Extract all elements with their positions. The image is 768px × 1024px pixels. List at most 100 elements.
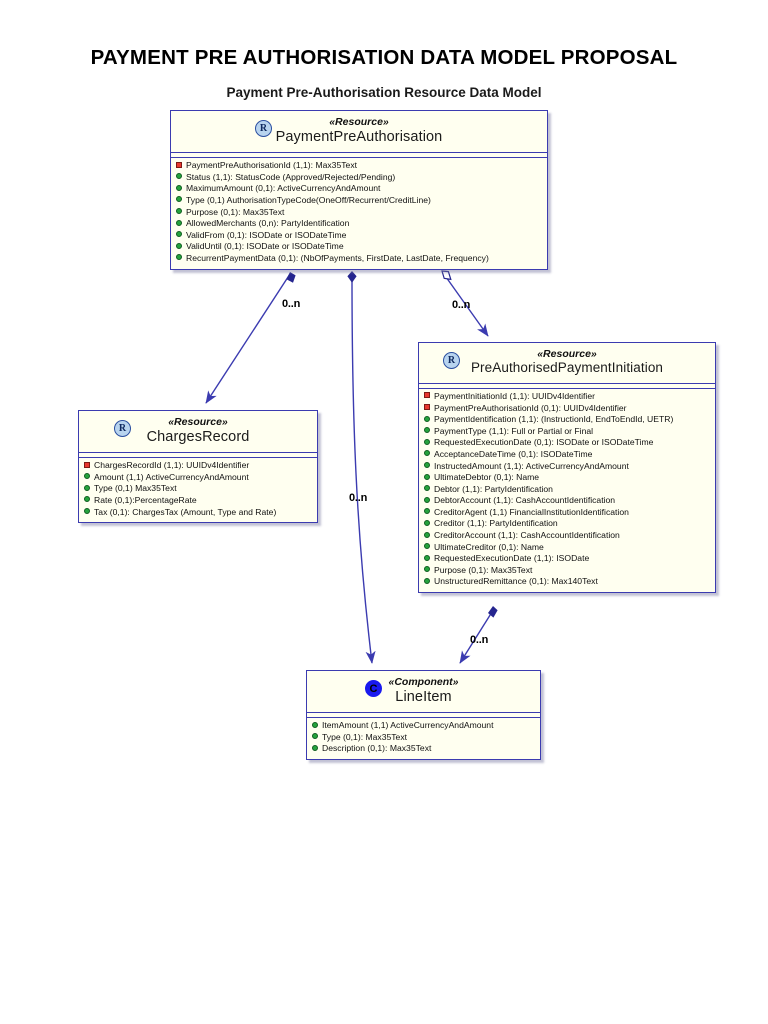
attribute-text: Amount (1,1) ActiveCurrencyAndAmount (94, 471, 249, 482)
attribute-bullet-icon (424, 485, 430, 492)
attribute-bullet-icon (176, 242, 182, 249)
attribute-row: UltimateDebtor (0,1): Name (424, 472, 711, 484)
attribute-row: CreditorAgent (1,1) FinancialInstitution… (424, 507, 711, 519)
key-attribute-icon (84, 461, 90, 468)
attribute-row: Purpose (0,1): Max35Text (176, 207, 543, 219)
attribute-text: RequestedExecutionDate (1,1): ISODate (434, 553, 590, 564)
attribute-text: Tax (0,1): ChargesTax (Amount, Type and … (94, 506, 277, 517)
attribute-row: Creditor (1,1): PartyIdentification (424, 518, 711, 530)
attribute-bullet-icon (312, 744, 318, 751)
attribute-row: ValidFrom (0,1): ISODate or ISODateTime (176, 230, 543, 242)
attribute-text: ValidUntil (0,1): ISODate or ISODateTime (186, 241, 344, 252)
attribute-bullet-icon (424, 415, 430, 422)
attribute-text: AllowedMerchants (0,n): PartyIdentificat… (186, 218, 350, 229)
attribute-row: PaymentType (1,1): Full or Partial or Fi… (424, 426, 711, 438)
uml-class-line-item[interactable]: C «Component» LineItem ItemAmount (1,1) … (306, 670, 541, 760)
attribute-bullet-icon (424, 554, 430, 561)
attribute-text: Creditor (1,1): PartyIdentification (434, 518, 558, 529)
attribute-row: UnstructuredRemittance (0,1): Max140Text (424, 576, 711, 588)
attribute-row: AcceptanceDateTime (0,1): ISODateTime (424, 449, 711, 461)
class-header: R «Resource» PreAuthorisedPaymentInitiat… (419, 343, 715, 389)
multiplicity-label-ppa-chargesrecord: 0..n (282, 298, 301, 310)
class-stereotype: «Component» (388, 676, 459, 688)
class-name: PreAuthorisedPaymentInitiation (470, 360, 664, 376)
class-header: C «Component» LineItem (307, 671, 540, 718)
attribute-row: ValidUntil (0,1): ISODate or ISODateTime (176, 241, 543, 253)
attribute-text: Description (0,1): Max35Text (322, 743, 432, 754)
attribute-text: PaymentPreAuthorisationId (1,1): Max35Te… (186, 160, 358, 171)
resource-badge-icon: R (255, 120, 272, 137)
attribute-text: InstructedAmount (1,1): ActiveCurrencyAn… (434, 460, 629, 471)
class-name: ChargesRecord (146, 429, 250, 446)
class-header: R «Resource» ChargesRecord (79, 411, 317, 458)
attribute-bullet-icon (312, 733, 318, 740)
attribute-row: Rate (0,1):PercentageRate (84, 495, 313, 507)
attribute-bullet-icon (176, 254, 182, 261)
attribute-text: Type (0,1) Max35Text (94, 483, 177, 494)
attribute-bullet-icon (424, 508, 430, 515)
attribute-row: Type (0,1): Max35Text (312, 732, 536, 744)
resource-badge-icon: R (114, 420, 131, 437)
multiplicity-label-ppa-lineitem: 0..n (349, 492, 368, 504)
page-title: PAYMENT PRE AUTHORISATION DATA MODEL PRO… (90, 46, 678, 69)
attribute-row: UltimateCreditor (0,1): Name (424, 542, 711, 554)
attribute-bullet-icon (84, 484, 90, 491)
attribute-text: MaximumAmount (0,1): ActiveCurrencyAndAm… (186, 183, 381, 194)
attribute-text: UnstructuredRemittance (0,1): Max140Text (434, 576, 598, 587)
attribute-row: ItemAmount (1,1) ActiveCurrencyAndAmount (312, 720, 536, 732)
attribute-bullet-icon (424, 531, 430, 538)
connector-ppa-to-lineitem (347, 271, 376, 664)
multiplicity-label-preauthinit-lineitem: 0..n (470, 634, 489, 646)
attribute-row: ChargesRecordId (1,1): UUIDv4Identifier (84, 460, 313, 472)
attribute-text: Debtor (1,1): PartyIdentification (434, 483, 553, 494)
uml-class-charges-record[interactable]: R «Resource» ChargesRecord ChargesRecord… (78, 410, 318, 524)
attribute-bullet-icon (424, 496, 430, 503)
multiplicity-label-ppa-preauthinit: 0..n (452, 299, 471, 311)
attribute-row: Status (1,1): StatusCode (Approved/Rejec… (176, 172, 543, 184)
class-name: PaymentPreAuthorisation (275, 129, 443, 146)
attribute-text: Purpose (0,1): Max35Text (434, 564, 533, 575)
attribute-row: Purpose (0,1): Max35Text (424, 565, 711, 577)
attribute-text: ValidFrom (0,1): ISODate or ISODateTime (186, 229, 347, 240)
attribute-list: ItemAmount (1,1) ActiveCurrencyAndAmount… (307, 717, 540, 759)
attribute-row: Amount (1,1) ActiveCurrencyAndAmount (84, 472, 313, 484)
attribute-row: DebtorAccount (1,1): CashAccountIdentifi… (424, 495, 711, 507)
attribute-row: PaymentPreAuthorisationId (1,1): Max35Te… (176, 160, 543, 172)
key-attribute-icon (176, 161, 182, 168)
uml-class-pre-authorised-payment-initiation[interactable]: R «Resource» PreAuthorisedPaymentInitiat… (418, 342, 716, 594)
attribute-text: PaymentPreAuthorisationId (0,1): UUIDv4I… (434, 402, 627, 413)
attribute-row: PaymentPreAuthorisationId (0,1): UUIDv4I… (424, 403, 711, 415)
attribute-row: AllowedMerchants (0,n): PartyIdentificat… (176, 218, 543, 230)
attribute-list: ChargesRecordId (1,1): UUIDv4Identifier … (79, 457, 317, 522)
attribute-row: Description (0,1): Max35Text (312, 743, 536, 755)
attribute-text: Status (1,1): StatusCode (Approved/Rejec… (186, 171, 396, 182)
attribute-text: UltimateDebtor (0,1): Name (434, 472, 540, 483)
attribute-bullet-icon (424, 543, 430, 550)
attribute-text: CreditorAccount (1,1): CashAccountIdenti… (434, 530, 620, 541)
component-badge-icon: C (365, 680, 382, 697)
attribute-bullet-icon (424, 438, 430, 445)
uml-class-payment-pre-authorisation[interactable]: R «Resource» PaymentPreAuthorisation Pay… (170, 110, 548, 270)
attribute-bullet-icon (312, 721, 318, 728)
attribute-bullet-icon (176, 219, 182, 226)
attribute-list: PaymentPreAuthorisationId (1,1): Max35Te… (171, 157, 547, 268)
attribute-bullet-icon (424, 473, 430, 480)
attribute-bullet-icon (176, 196, 182, 203)
class-header: R «Resource» PaymentPreAuthorisation (171, 111, 547, 158)
attribute-row: Type (0,1) Max35Text (84, 483, 313, 495)
attribute-row: InstructedAmount (1,1): ActiveCurrencyAn… (424, 461, 711, 473)
attribute-row: PaymentInitiationId (1,1): UUIDv4Identif… (424, 391, 711, 403)
attribute-row: RequestedExecutionDate (0,1): ISODate or… (424, 437, 711, 449)
attribute-text: Rate (0,1):PercentageRate (94, 494, 197, 505)
attribute-bullet-icon (424, 427, 430, 434)
class-name: LineItem (395, 689, 452, 706)
attribute-text: ItemAmount (1,1) ActiveCurrencyAndAmount (322, 720, 494, 731)
key-attribute-icon (424, 404, 430, 411)
attribute-row: CreditorAccount (1,1): CashAccountIdenti… (424, 530, 711, 542)
attribute-row: PaymentIdentification (1,1): (Instructio… (424, 414, 711, 426)
attribute-bullet-icon (424, 462, 430, 468)
attribute-text: RecurrentPaymentData (0,1): (NbOfPayment… (186, 252, 489, 263)
attribute-text: PaymentIdentification (1,1): (Instructio… (434, 414, 674, 425)
attribute-bullet-icon (176, 184, 182, 191)
